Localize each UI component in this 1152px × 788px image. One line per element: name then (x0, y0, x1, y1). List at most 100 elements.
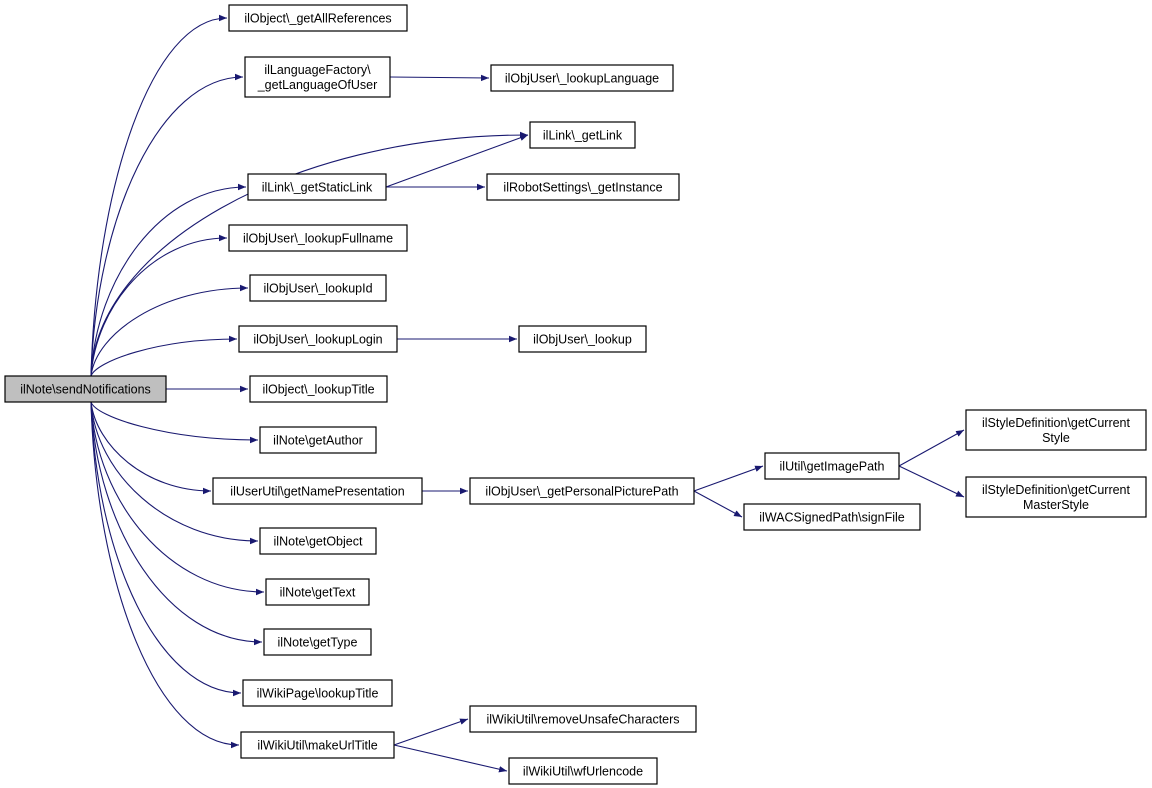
node-label: ilNote\getType (278, 636, 358, 650)
node-label: ilNote\getObject (274, 535, 363, 549)
node-n11[interactable]: ilObject\_lookupTitle (249, 375, 388, 403)
node-n21[interactable]: ilNote\getType (263, 628, 372, 656)
node-label: ilObjUser\_lookupFullname (243, 232, 393, 246)
node-box (965, 409, 1147, 451)
node-label: ilNote\getText (280, 586, 356, 600)
edge-n14-n15 (693, 465, 764, 492)
node-n6[interactable]: ilRobotSettings\_getInstance (486, 173, 680, 201)
node-n20[interactable]: ilNote\getText (265, 578, 370, 606)
node-box (965, 476, 1147, 518)
node-n1[interactable]: ilObject\_getAllReferences (228, 4, 408, 32)
edge-n15-n16 (898, 429, 965, 467)
node-n2[interactable]: ilLanguageFactory\_getLanguageOfUser (244, 56, 391, 98)
edge-n5-n4 (385, 134, 529, 188)
node-n9[interactable]: ilObjUser\_lookupLogin (238, 325, 398, 353)
node-box (529, 121, 636, 149)
node-n25[interactable]: ilWikiUtil\wfUrlencode (508, 757, 658, 785)
node-label: ilWikiUtil\removeUnsafeCharacters (486, 713, 679, 727)
node-label: ilWikiPage\lookupTitle (257, 687, 379, 701)
edge-n14-n18 (693, 490, 743, 518)
node-label: ilWikiUtil\wfUrlencode (523, 765, 643, 779)
edge-n0-n7 (90, 234, 228, 377)
node-box (259, 527, 377, 555)
edge-n23-n24 (393, 718, 469, 746)
edge-n2-n3 (389, 74, 490, 82)
edge-n0-n20 (90, 401, 265, 596)
node-label: ilLanguageFactory\ (264, 63, 371, 77)
node-box (249, 274, 387, 302)
edge-n0-n12 (90, 401, 259, 444)
edge-n0-n13 (90, 401, 212, 495)
node-label: ilNote\sendNotifications (20, 383, 151, 397)
node-label: ilNote\getAuthor (273, 434, 363, 448)
node-n15[interactable]: ilUtil\getImagePath (764, 452, 900, 480)
node-label: ilObjUser\_lookupLanguage (505, 72, 659, 86)
node-box (212, 477, 423, 505)
node-box (259, 426, 377, 454)
node-n19[interactable]: ilNote\getObject (259, 527, 377, 555)
node-n22[interactable]: ilWikiPage\lookupTitle (242, 679, 393, 707)
node-box (249, 375, 388, 403)
node-box (764, 452, 900, 480)
node-box (238, 325, 398, 353)
node-box (228, 224, 408, 252)
node-box (244, 56, 391, 98)
edge-n0-n2 (90, 73, 244, 377)
node-box (469, 477, 695, 505)
node-n18[interactable]: ilWACSignedPath\signFile (743, 503, 921, 531)
node-box (240, 731, 395, 759)
node-n10[interactable]: ilObjUser\_lookup (518, 325, 647, 353)
node-box (743, 503, 921, 531)
node-box (247, 173, 387, 201)
node-label: ilRobotSettings\_getInstance (503, 181, 662, 195)
node-box (486, 173, 680, 201)
node-label: ilUserUtil\getNamePresentation (230, 485, 404, 499)
edge-n23-n25 (393, 744, 508, 773)
node-box (242, 679, 393, 707)
node-box (4, 375, 167, 403)
node-label: Style (1042, 431, 1070, 445)
node-box (508, 757, 658, 785)
node-n4[interactable]: ilLink\_getLink (529, 121, 636, 149)
node-n7[interactable]: ilObjUser\_lookupFullname (228, 224, 408, 252)
root-node[interactable]: ilNote\sendNotifications (4, 375, 167, 403)
node-box (490, 64, 674, 92)
node-label: ilObjUser\_lookupId (263, 282, 372, 296)
node-n13[interactable]: ilUserUtil\getNamePresentation (212, 477, 423, 505)
node-box (263, 628, 372, 656)
node-label: ilObjUser\_getPersonalPicturePath (485, 485, 678, 499)
edge-n0-n23 (90, 401, 240, 749)
node-n8[interactable]: ilObjUser\_lookupId (249, 274, 387, 302)
node-label: ilStyleDefinition\getCurrent (982, 416, 1131, 430)
node-label: _getLanguageOfUser (257, 78, 378, 92)
node-label: ilObject\_getAllReferences (244, 12, 391, 26)
node-label: ilObjUser\_lookup (533, 333, 632, 347)
edge-n0-n5 (90, 183, 247, 377)
node-label: ilWikiUtil\makeUrlTitle (257, 739, 377, 753)
edge-n15-n17 (898, 465, 965, 498)
node-box (265, 578, 370, 606)
node-n14[interactable]: ilObjUser\_getPersonalPicturePath (469, 477, 695, 505)
node-label: ilWACSignedPath\signFile (759, 511, 904, 525)
edge-n0-n8 (90, 284, 249, 377)
node-box (469, 705, 697, 733)
node-label: ilUtil\getImagePath (780, 460, 885, 474)
node-n12[interactable]: ilNote\getAuthor (259, 426, 377, 454)
node-n3[interactable]: ilObjUser\_lookupLanguage (490, 64, 674, 92)
node-n5[interactable]: ilLink\_getStaticLink (247, 173, 387, 201)
node-n23[interactable]: ilWikiUtil\makeUrlTitle (240, 731, 395, 759)
node-label: ilLink\_getStaticLink (262, 181, 373, 195)
edge-n0-n9 (90, 335, 238, 377)
node-n24[interactable]: ilWikiUtil\removeUnsafeCharacters (469, 705, 697, 733)
node-label: ilObjUser\_lookupLogin (253, 333, 382, 347)
edge-n0-n21 (90, 401, 263, 646)
edge-n0-n22 (90, 401, 242, 697)
edge-n0-n1 (90, 14, 228, 377)
node-label: MasterStyle (1023, 498, 1089, 512)
node-label: ilObject\_lookupTitle (262, 383, 374, 397)
node-label: ilLink\_getLink (543, 129, 623, 143)
edge-n0-n19 (90, 401, 259, 545)
